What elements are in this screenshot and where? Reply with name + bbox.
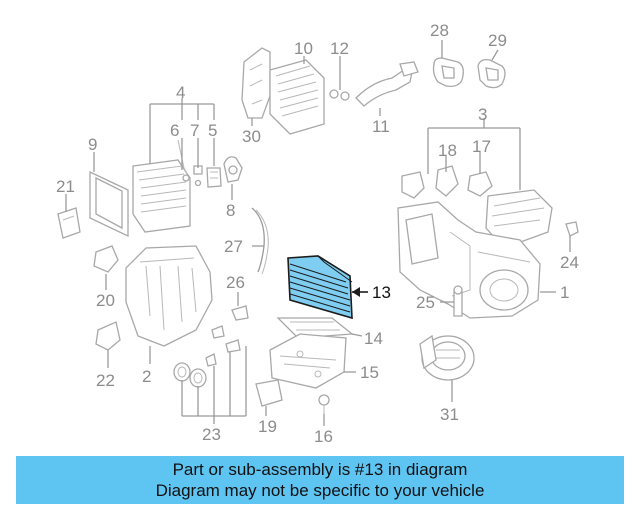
callout-4: 4 bbox=[176, 83, 185, 102]
part-21-bracket bbox=[57, 207, 81, 239]
callout-25: 25 bbox=[416, 293, 435, 312]
part-18-motor bbox=[435, 165, 459, 197]
banner-line-2: Diagram may not be specific to your vehi… bbox=[155, 481, 485, 500]
callout-15: 15 bbox=[360, 363, 379, 382]
part-11-pipes bbox=[355, 61, 419, 107]
part-6-7-hardware bbox=[177, 139, 203, 187]
callout-11: 11 bbox=[372, 117, 390, 136]
part-15-cover bbox=[269, 333, 347, 389]
part-25-sensor bbox=[453, 285, 463, 317]
part-31-blower-motor bbox=[419, 334, 475, 381]
part-16-screw bbox=[318, 394, 330, 414]
callout-23: 23 bbox=[202, 425, 221, 444]
part-28-gasket bbox=[432, 57, 464, 88]
part-30-bracket bbox=[241, 47, 271, 119]
callout-9: 9 bbox=[88, 135, 97, 154]
part-8-actuator bbox=[223, 156, 243, 183]
part-20-bracket bbox=[93, 245, 119, 273]
callout-17: 17 bbox=[472, 137, 491, 156]
callout-5: 5 bbox=[208, 121, 217, 140]
callout-3: 3 bbox=[478, 105, 487, 124]
callout-10: 10 bbox=[294, 39, 313, 58]
callout-29: 29 bbox=[488, 31, 507, 50]
callout-24: 24 bbox=[560, 253, 579, 272]
part-1-hvac-case bbox=[397, 201, 541, 319]
callout-16: 16 bbox=[314, 427, 333, 446]
part-19-bracket bbox=[255, 379, 283, 407]
banner-line-1: Part or sub-assembly is #13 in diagram bbox=[172, 460, 468, 479]
callout-26: 26 bbox=[226, 273, 245, 292]
part-3-upper-housing bbox=[485, 189, 553, 249]
callout-6: 6 bbox=[170, 121, 179, 140]
part-3-left-actuator bbox=[401, 171, 425, 199]
part-13-cabin-filter-highlighted bbox=[287, 255, 353, 320]
callout-20: 20 bbox=[96, 291, 115, 310]
callout-13: 13 bbox=[372, 283, 391, 302]
info-banner: Part or sub-assembly is #13 in diagram D… bbox=[16, 456, 624, 504]
callout-8: 8 bbox=[226, 201, 235, 220]
callout-2: 2 bbox=[142, 367, 151, 386]
callout-27: 27 bbox=[224, 237, 243, 256]
callout-28: 28 bbox=[430, 21, 449, 40]
part-27-hose bbox=[251, 207, 269, 275]
part-10-heater-core bbox=[269, 59, 325, 135]
callout-21: 21 bbox=[56, 177, 75, 196]
callout-19: 19 bbox=[258, 417, 277, 436]
callout-31: 31 bbox=[440, 405, 459, 424]
part-9-frame bbox=[89, 170, 129, 238]
part-13-leader-arrow bbox=[352, 287, 368, 297]
part-23-hardware bbox=[173, 325, 241, 388]
callout-1: 1 bbox=[560, 283, 569, 302]
part-4-core bbox=[132, 159, 191, 233]
callout-14: 14 bbox=[364, 329, 383, 348]
part-12-clips bbox=[329, 89, 350, 101]
callout-22: 22 bbox=[96, 371, 115, 390]
part-17-actuator bbox=[467, 171, 493, 197]
callout-18: 18 bbox=[438, 141, 457, 160]
callout-labels: 1 2 3 4 5 6 7 8 9 10 11 12 13 14 15 16 1… bbox=[56, 21, 579, 446]
callout-12: 12 bbox=[330, 39, 349, 58]
part-22-bracket bbox=[95, 321, 121, 351]
part-5-sensor bbox=[206, 167, 222, 188]
part-29-gasket bbox=[477, 58, 506, 89]
part-2-lower-housing bbox=[125, 245, 213, 347]
part-26-screw bbox=[231, 305, 249, 321]
callout-30: 30 bbox=[242, 127, 261, 146]
part-24-screw bbox=[565, 221, 579, 237]
callout-7: 7 bbox=[190, 121, 199, 140]
leader-lines bbox=[65, 40, 571, 426]
